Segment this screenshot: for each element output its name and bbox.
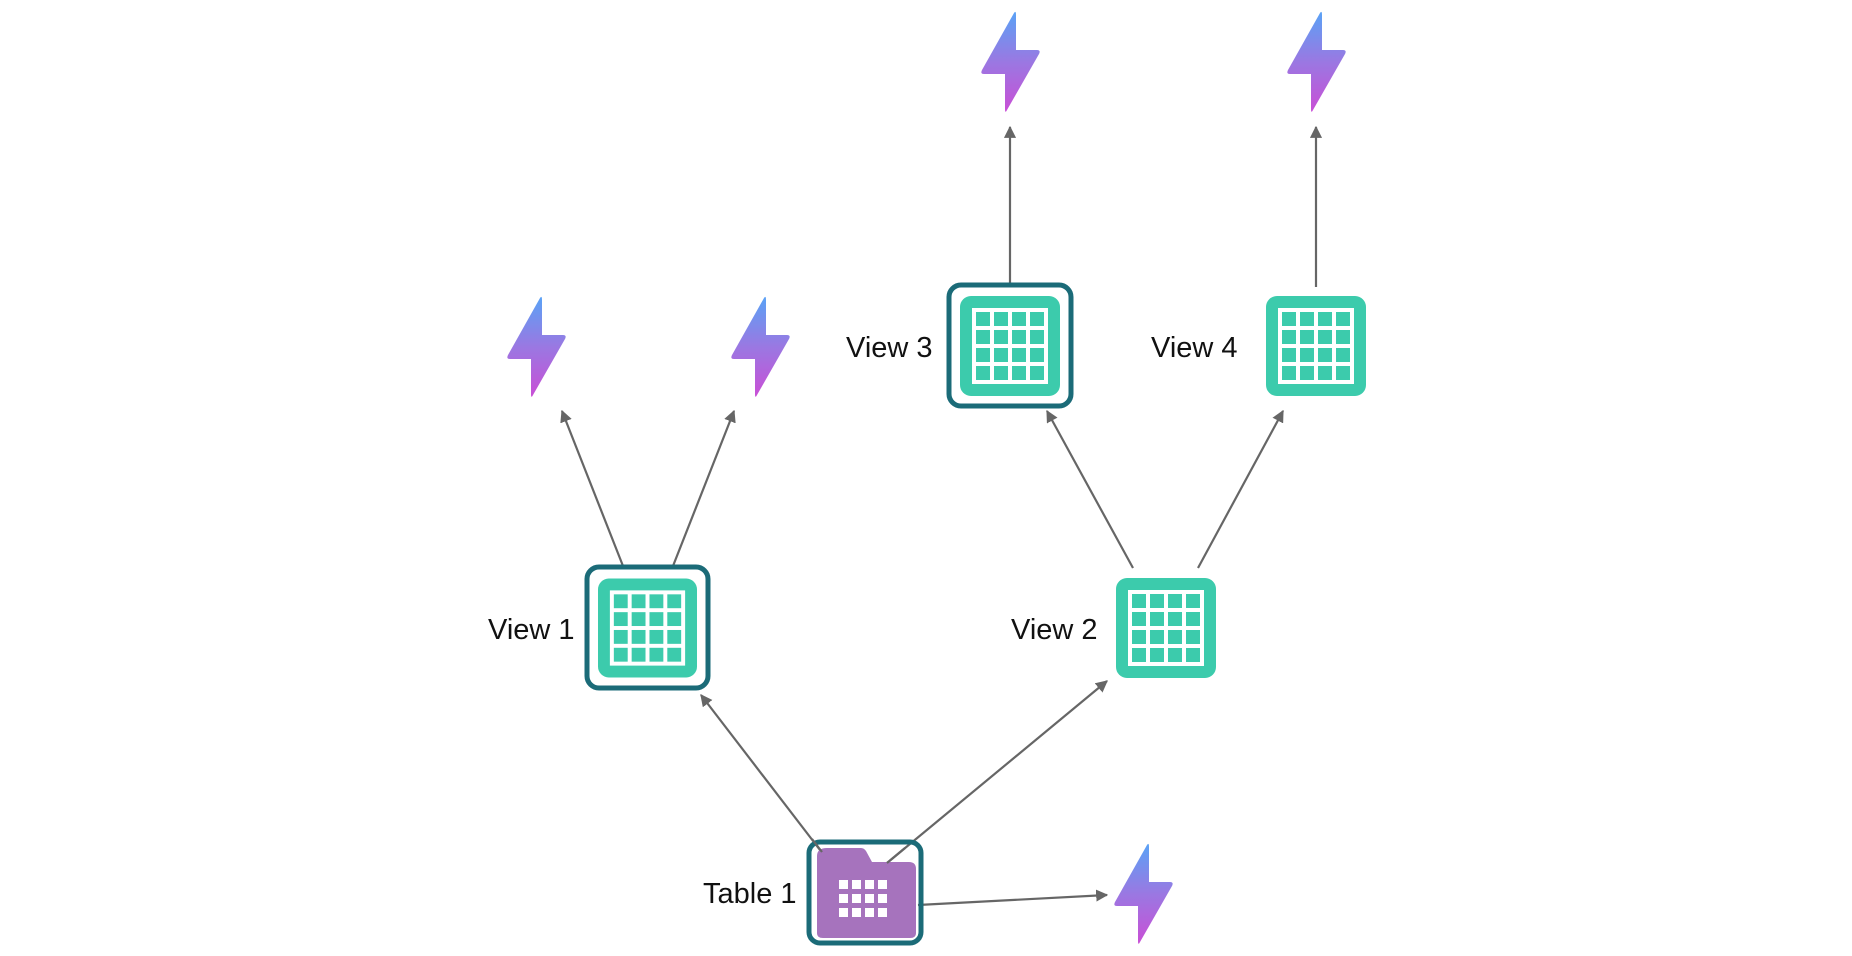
node-label-view4: View 4 [1151, 332, 1238, 364]
table-folder-icon [817, 848, 916, 938]
lightning-bolt-icon[interactable] [981, 11, 1040, 112]
lightning-bolt-icon[interactable] [507, 296, 566, 397]
node-table1[interactable] [806, 838, 924, 946]
node-label-table1: Table 1 [703, 878, 797, 910]
edge-table1-view1 [700, 694, 821, 851]
edge-table1-view2 [886, 680, 1108, 864]
edge-view2-view4 [1197, 409, 1284, 569]
lightning-bolt-icon[interactable] [1287, 11, 1346, 112]
node-view1[interactable] [584, 564, 711, 691]
edge-overlay-a [811, 838, 823, 853]
grid-view-icon [598, 578, 697, 678]
node-view4[interactable] [1266, 296, 1366, 396]
edge-overlay-b [886, 847, 906, 864]
lightning-bolt-icon[interactable] [731, 296, 790, 397]
edge-view1-trigger-a [560, 409, 625, 567]
node-label-view1: View 1 [488, 614, 575, 646]
node-view2[interactable] [1116, 578, 1216, 678]
node-label-view2: View 2 [1011, 614, 1098, 646]
selection-border [806, 839, 924, 946]
grid-view-icon [960, 296, 1060, 396]
edge-table1-trigger [917, 889, 1109, 907]
grid-view-icon [1116, 578, 1216, 678]
lightning-bolt-icon[interactable] [1114, 843, 1173, 944]
node-view3[interactable] [946, 282, 1074, 409]
grid-view-icon [1266, 296, 1366, 396]
edges [560, 125, 1323, 907]
edge-view1-trigger-b [671, 409, 736, 567]
edge-view2-view3 [1046, 409, 1134, 569]
node-label-view3: View 3 [846, 332, 933, 364]
